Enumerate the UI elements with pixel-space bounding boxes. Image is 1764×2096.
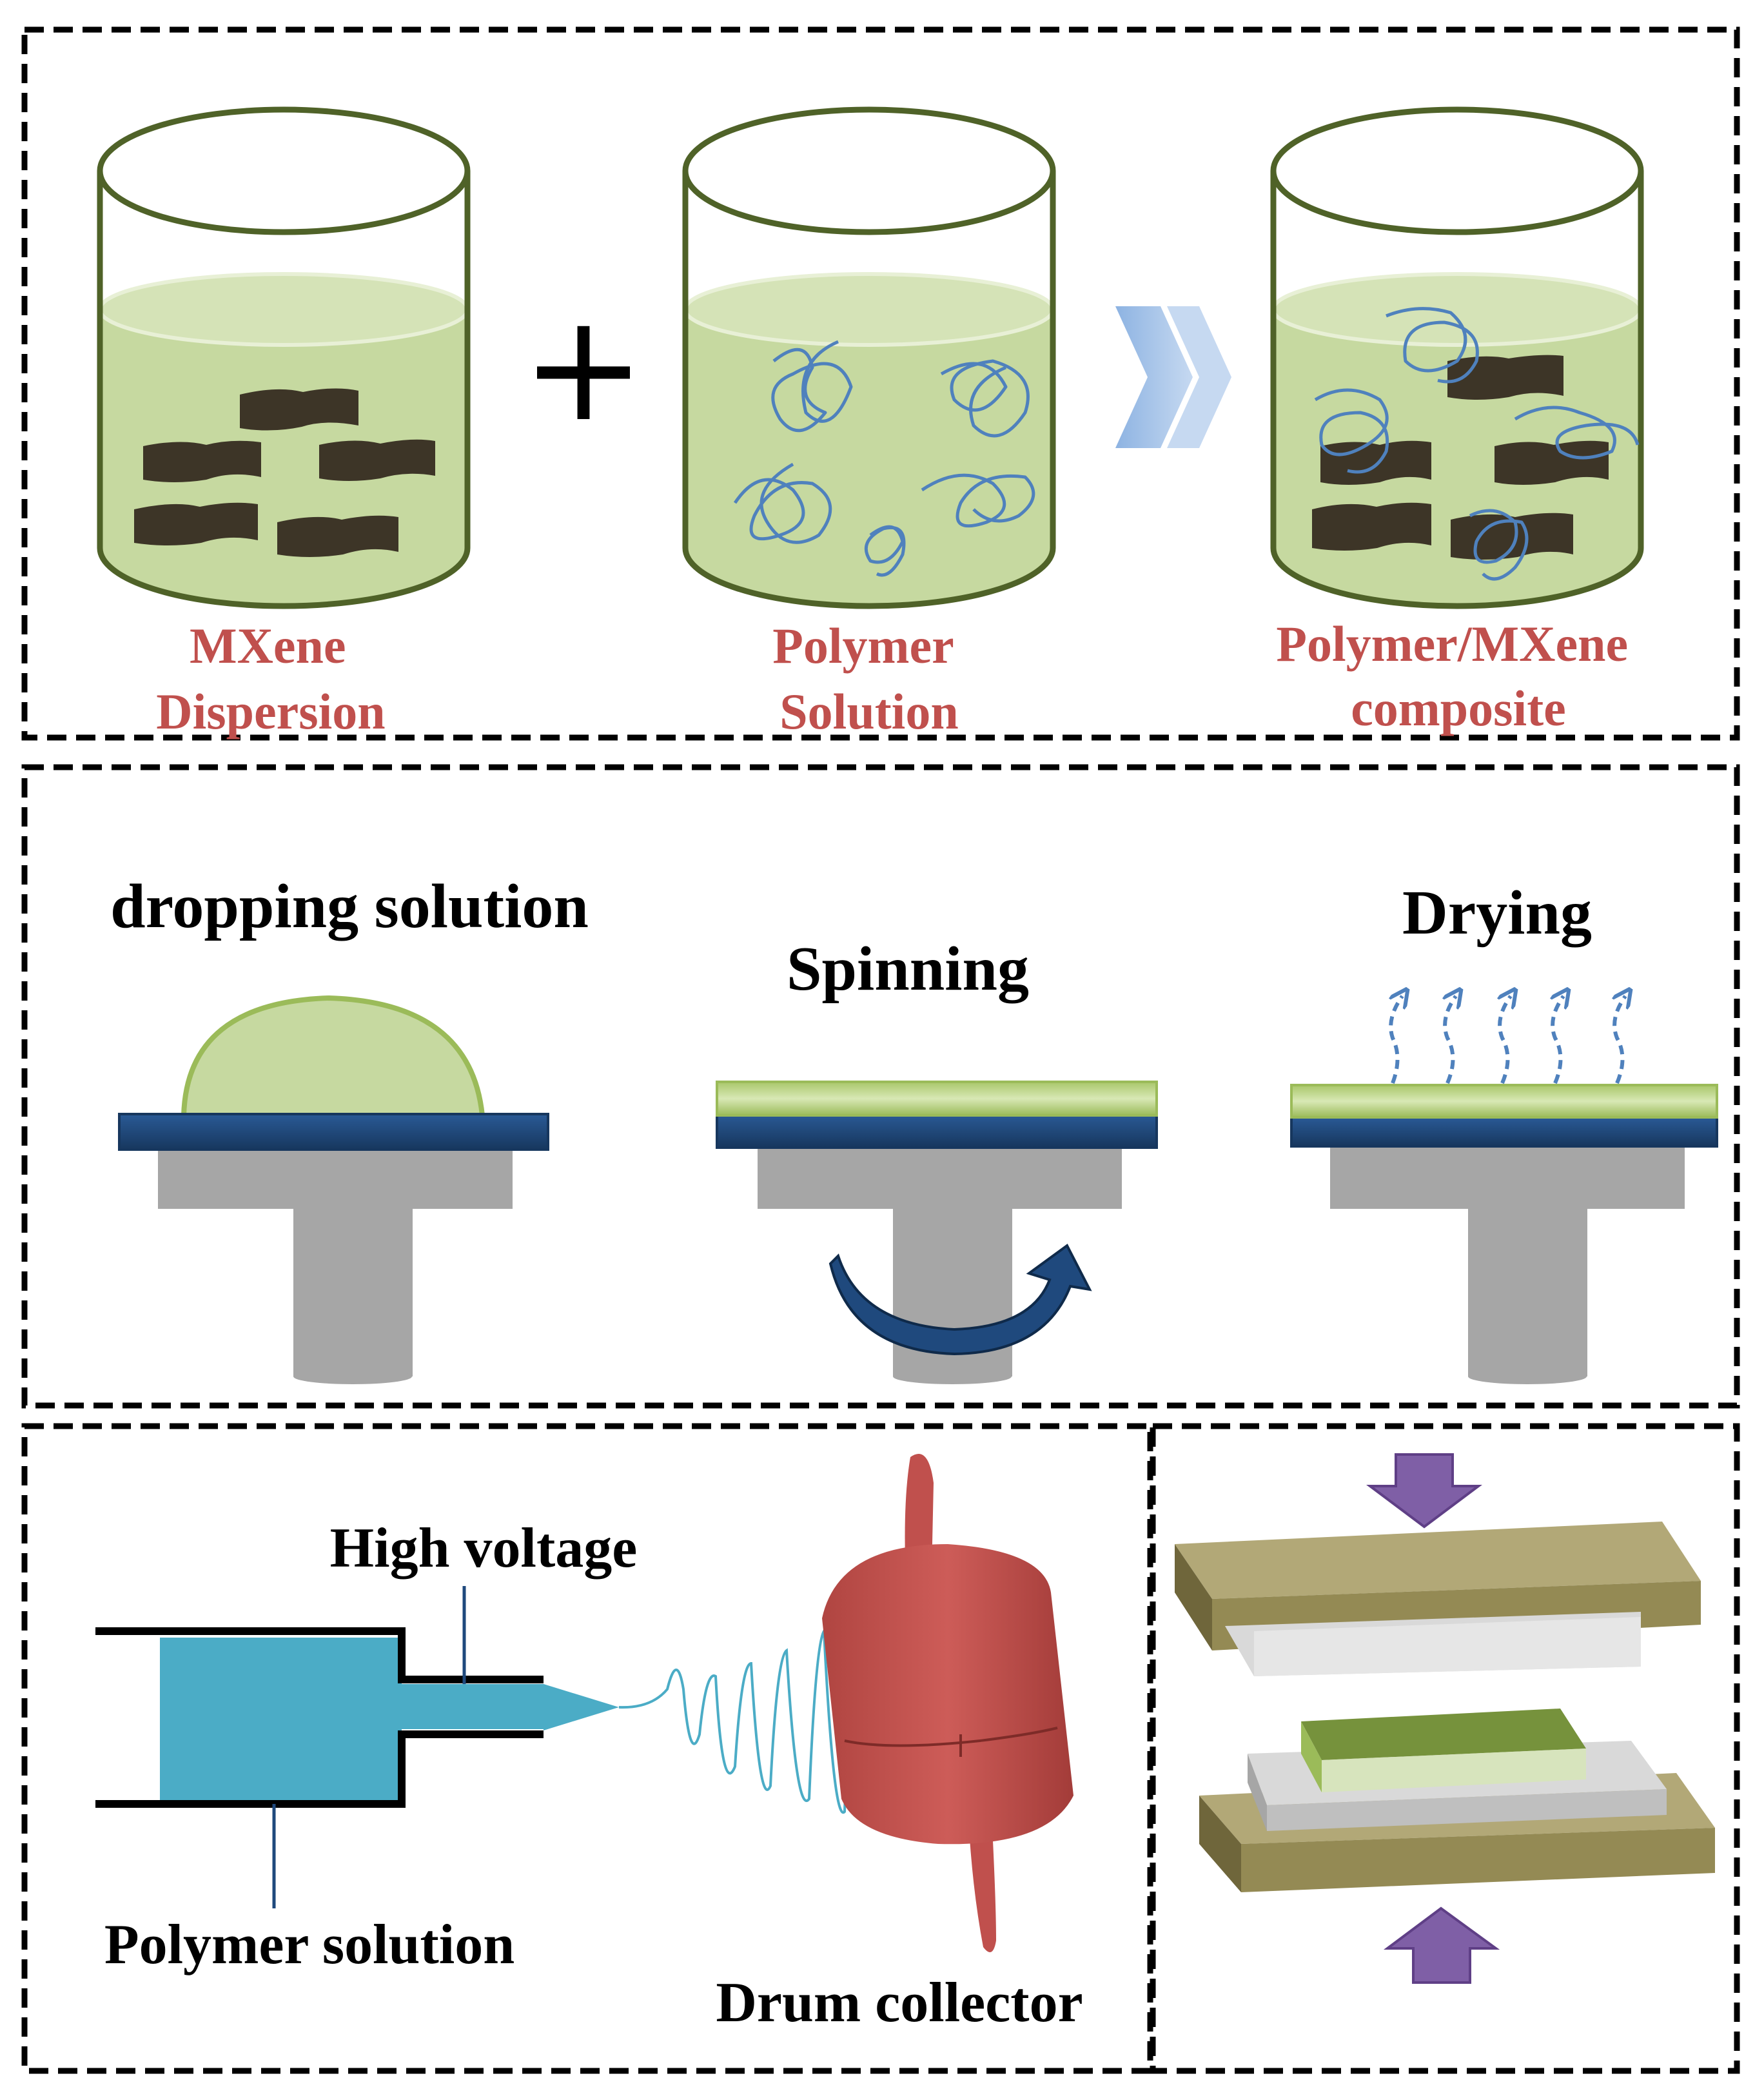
coated-film — [716, 1081, 1158, 1117]
beaker-mxene-dispersion — [97, 106, 471, 609]
drum-axle-bottom — [968, 1815, 996, 1952]
panel-hot-press — [1150, 1423, 1740, 2074]
substrate — [716, 1113, 1158, 1149]
spin-coater-spinning — [716, 1081, 1158, 1384]
mxene-flakes — [134, 388, 435, 557]
syringe-barrel — [95, 1627, 544, 1808]
plus-sign: + — [522, 282, 646, 455]
label-polymer-mxene-composite: Polymer/MXene composite — [1276, 616, 1640, 736]
chuck-shaft-bottom — [293, 1369, 412, 1384]
label-mxene-dispersion: MXene Dispersion — [156, 618, 385, 739]
drum-collector — [822, 1454, 1073, 1952]
hot-press — [1175, 1453, 1715, 1984]
liquid-surface — [98, 272, 469, 347]
solution-drop — [181, 995, 485, 1118]
label-polymer-solution-syringe: Polymer solution — [104, 1914, 514, 1976]
label-high-voltage: High voltage — [330, 1517, 638, 1580]
spin-coater-dropping — [118, 995, 549, 1384]
drum-seam — [844, 1727, 1058, 1747]
evaporation-arrows-icon — [1391, 996, 1625, 1084]
syringe-solution — [160, 1638, 402, 1802]
polymer-chains — [1314, 307, 1640, 581]
taylor-cone — [544, 1684, 619, 1730]
chuck-shaft-bottom — [893, 1369, 1012, 1384]
panel-spin-coating — [21, 764, 1740, 1409]
beaker-rim — [682, 106, 1056, 235]
chuck-stage — [758, 1144, 1122, 1209]
beaker-rim — [97, 106, 471, 235]
label-spinning: Spinning — [787, 934, 1029, 1004]
beaker-polymer-mxene-composite — [1270, 106, 1644, 609]
syringe — [95, 1586, 619, 1908]
drum-body — [822, 1544, 1073, 1845]
substrate — [1290, 1116, 1718, 1148]
needle-solution — [402, 1684, 544, 1729]
chuck-shaft — [293, 1206, 413, 1376]
label-drum-collector: Drum collector — [716, 1972, 1083, 2034]
liquid-surface — [1271, 272, 1643, 347]
chuck-shaft-bottom — [1468, 1369, 1587, 1384]
label-polymer-solution: Polymer Solution — [772, 618, 966, 739]
beaker-wall — [682, 171, 1056, 609]
label-dropping-solution: dropping solution — [110, 872, 589, 941]
chuck-stage — [1330, 1144, 1685, 1209]
panel-solution-mixing — [21, 26, 1740, 741]
upper-spacer — [1225, 1612, 1641, 1676]
beaker-polymer-solution — [682, 106, 1056, 609]
liquid-surface — [683, 272, 1055, 347]
dried-film — [1290, 1084, 1718, 1119]
beaker-wall — [97, 171, 471, 609]
composite-film-sample — [1301, 1709, 1586, 1792]
press-arrow-top-icon — [1366, 1453, 1482, 1529]
rotation-arrow-icon — [828, 1244, 1092, 1356]
substrate — [118, 1113, 549, 1151]
panel-electrospinning — [21, 1423, 1153, 2074]
beaker-rim — [1270, 106, 1644, 235]
process-chevron-icon — [1115, 306, 1231, 448]
spin-coater-drying — [1290, 996, 1718, 1384]
press-arrow-bottom-icon — [1383, 1906, 1500, 1984]
chuck-stage — [158, 1148, 513, 1209]
polymer-chains — [733, 340, 1035, 577]
label-drying: Drying — [1402, 878, 1592, 948]
chuck-shaft — [1468, 1206, 1587, 1376]
beaker-wall — [1270, 171, 1644, 609]
